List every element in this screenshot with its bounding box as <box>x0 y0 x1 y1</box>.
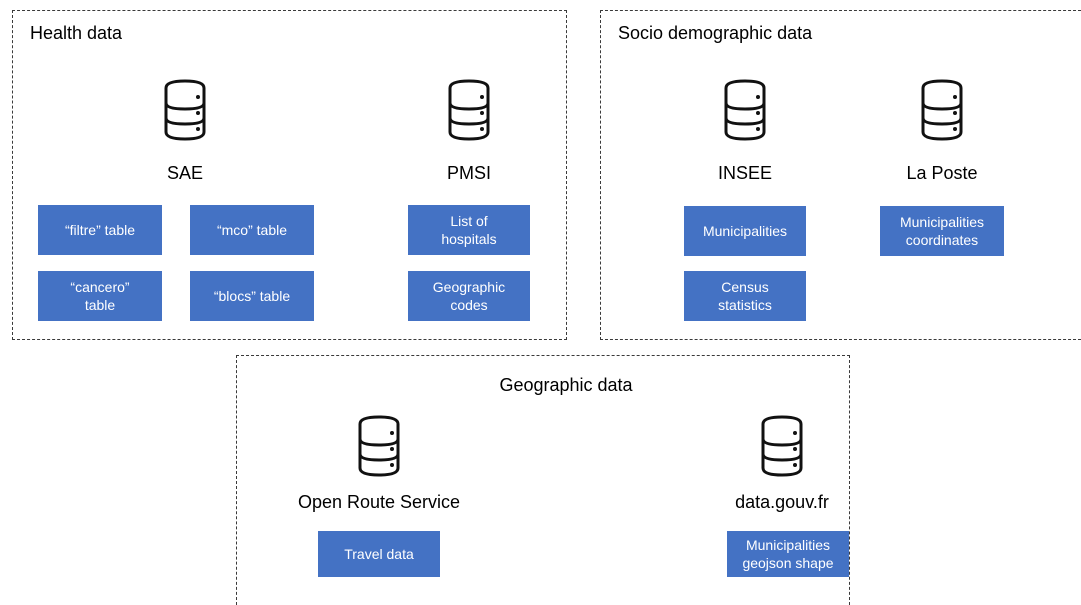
health-data-group <box>12 10 567 340</box>
ors-travel-data-table: Travel data <box>318 531 440 577</box>
laposte-label: La Poste <box>906 163 978 183</box>
sae-database-icon <box>164 79 206 141</box>
insee-database-icon <box>724 79 766 141</box>
datagouv-database-icon <box>761 415 803 477</box>
ors-database-icon <box>358 415 400 477</box>
socio-demographic-title: Socio demographic data <box>618 23 813 43</box>
datagouv-label: data.gouv.fr <box>735 492 829 512</box>
sae-mco-table: “mco” table <box>190 205 314 255</box>
health-data-title: Health data <box>30 23 123 43</box>
socio-demographic-group <box>600 10 1081 340</box>
geographic-data-group <box>236 355 850 605</box>
insee-census-table: Census statistics <box>684 271 806 321</box>
ors-label: Open Route Service <box>297 492 461 512</box>
insee-municipalities-table: Municipalities <box>684 206 806 256</box>
pmsi-hospitals-table: List of hospitals <box>408 205 530 255</box>
laposte-database-icon <box>921 79 963 141</box>
datagouv-geojson-table: Municipalities geojson shape <box>727 531 849 577</box>
sae-cancero-table: “cancero” table <box>38 271 162 321</box>
laposte-coordinates-table: Municipalities coordinates <box>880 206 1004 256</box>
pmsi-database-icon <box>448 79 490 141</box>
pmsi-label: PMSI <box>446 163 491 183</box>
pmsi-geographic-codes-table: Geographic codes <box>408 271 530 321</box>
geographic-data-title: Geographic data <box>499 375 633 395</box>
insee-label: INSEE <box>717 163 773 183</box>
sae-filtre-table: “filtre” table <box>38 205 162 255</box>
sae-blocs-table: “blocs” table <box>190 271 314 321</box>
sae-label: SAE <box>166 163 204 183</box>
